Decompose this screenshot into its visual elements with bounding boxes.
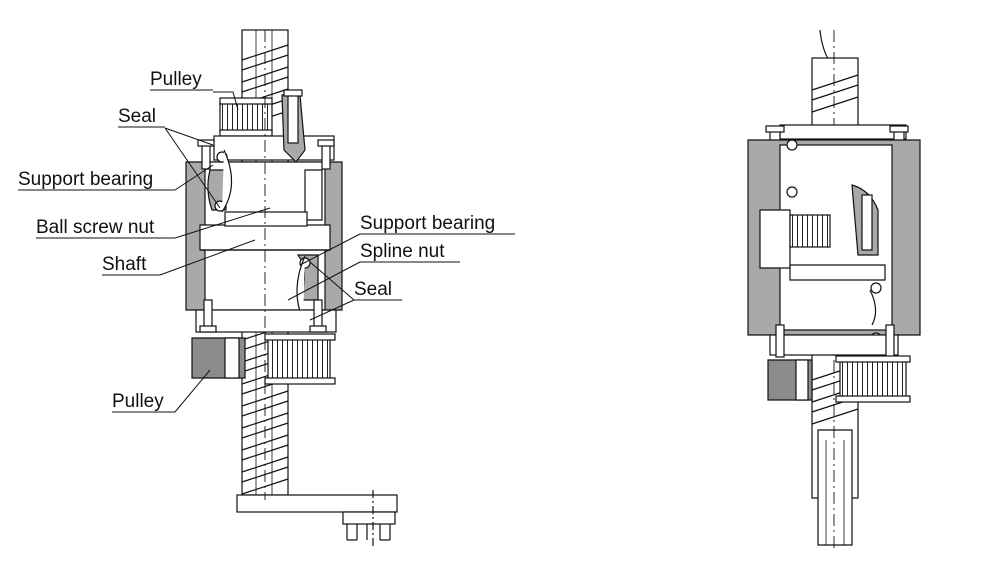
leader-lines (159, 91, 361, 413)
right-lower-flange (769, 324, 899, 358)
label-support-bearing-right: Support bearing (360, 213, 495, 234)
label-pulley-bottom: Pulley (112, 391, 164, 412)
left-lower-flange (195, 299, 337, 333)
leader-pulley-bottom (174, 369, 211, 413)
left-top-pulley (219, 97, 273, 137)
leader-ball-screw-nut (174, 207, 271, 239)
label-shaft: Shaft (102, 254, 147, 275)
right-assembly (747, 29, 921, 552)
label-pulley-top: Pulley (150, 69, 202, 90)
label-ball-screw-nut: Ball screw nut (36, 217, 155, 238)
label-seal-left: Seal (118, 106, 156, 127)
left-assembly (185, 29, 398, 548)
leader-support-bearing-right (299, 233, 361, 266)
leader-seal-left (164, 127, 221, 209)
label-spline-nut: Spline nut (360, 241, 445, 262)
label-seal-right: Seal (354, 279, 392, 300)
label-support-bearing-left: Support bearing (18, 169, 153, 190)
labels: Pulley Seal Support bearing Ball screw n… (18, 69, 515, 413)
leader-pulley-top (213, 91, 239, 111)
left-bearing-balls (214, 149, 311, 324)
left-top-flange (213, 89, 335, 163)
leader-support-bearing-left (174, 164, 214, 191)
left-bottom-pulley (191, 333, 336, 385)
right-bottom-pulley (767, 355, 911, 403)
right-cable (819, 29, 831, 63)
left-base-plate (236, 490, 398, 548)
leader-spline-nut (287, 261, 361, 301)
leader-seal-right (309, 261, 355, 321)
leader-shaft (159, 239, 256, 276)
left-housing (185, 161, 343, 311)
right-housing (747, 139, 921, 336)
